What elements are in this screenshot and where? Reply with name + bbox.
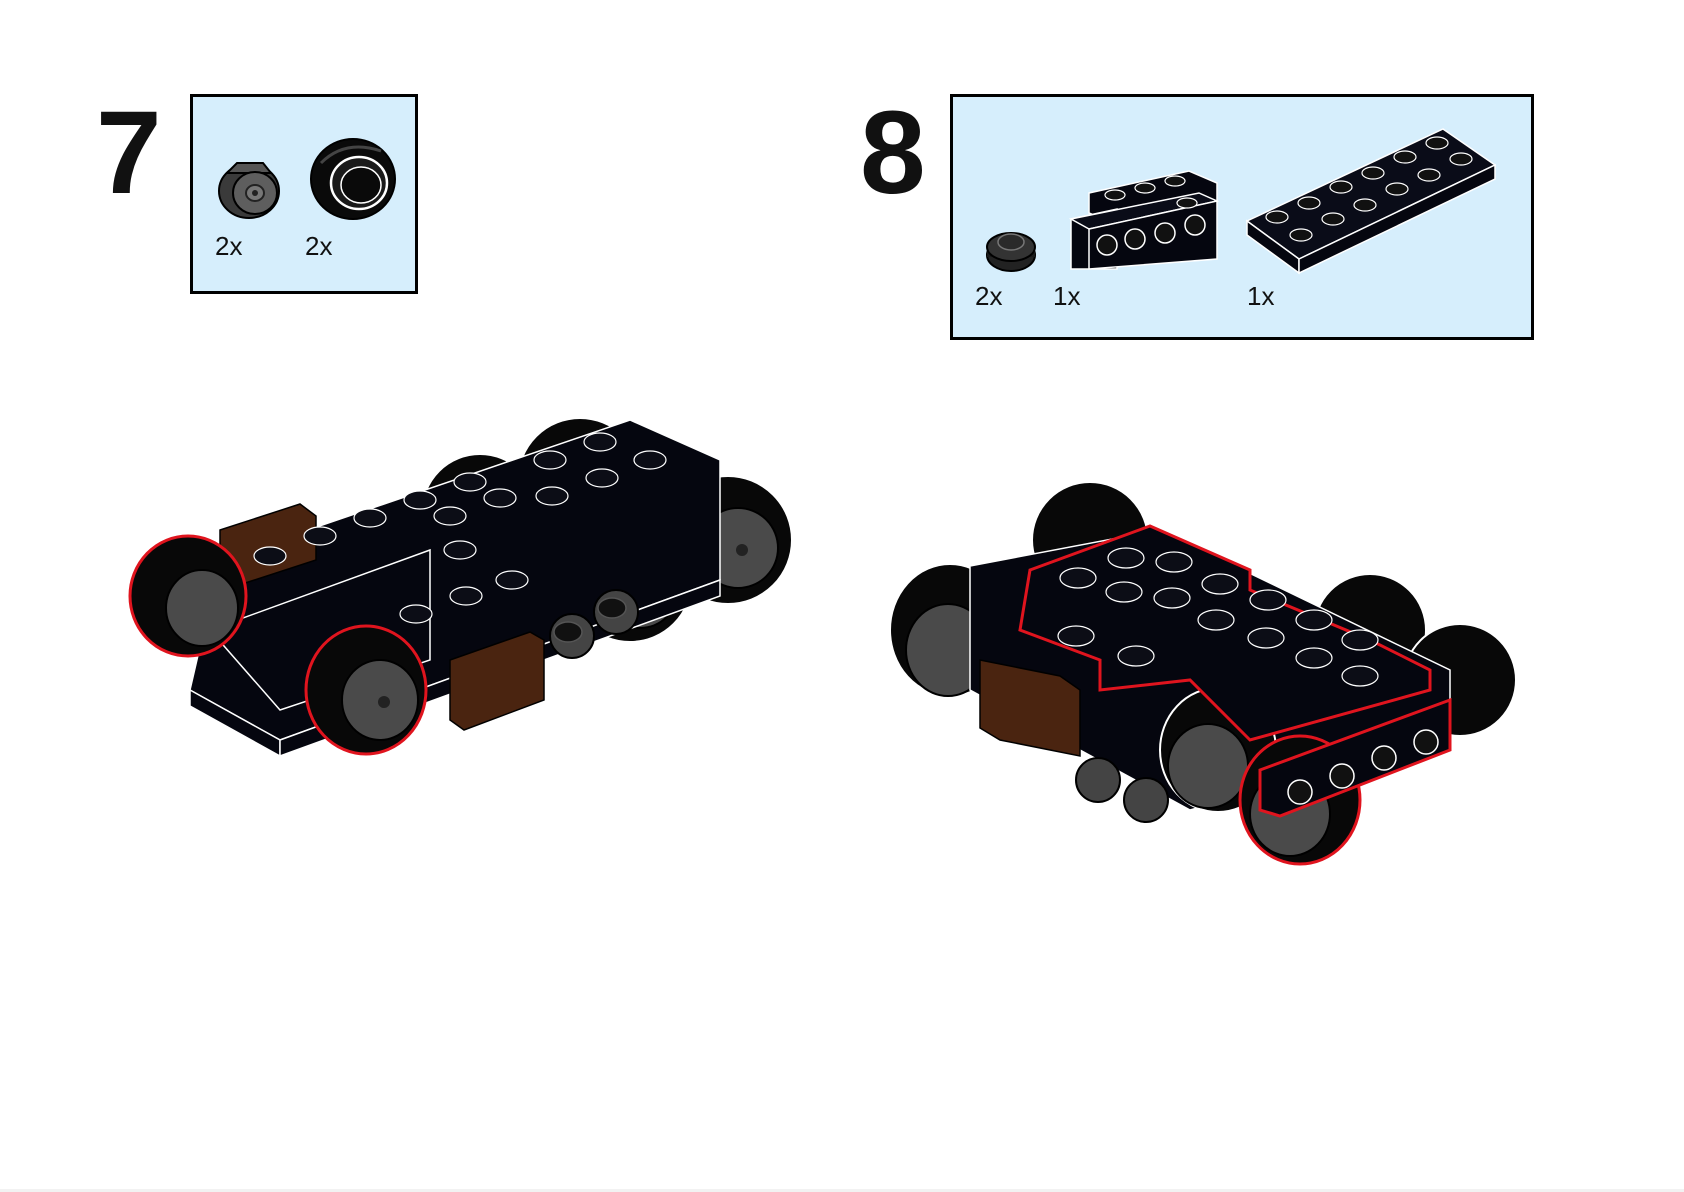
plate-2x6-icon xyxy=(1245,128,1497,275)
step-8-part-2-qty: 1x xyxy=(1053,281,1081,311)
step-7-number: 7 xyxy=(96,87,162,219)
step-8-part-3-qty: 1x xyxy=(1247,281,1275,311)
step-7-part-1-qty: 2x xyxy=(215,231,243,261)
front-wheel-left-highlight xyxy=(128,534,248,658)
round-plate-1x1-icon xyxy=(986,232,1036,272)
step-8-part-1-qty: 2x xyxy=(975,281,1003,311)
page-bottom-rule xyxy=(0,1189,1684,1192)
step-8-model-illustration xyxy=(890,481,1517,866)
step-7-parts-box: 2x 2x xyxy=(190,94,418,294)
step-8-parts-box: 2x 1x 1 xyxy=(950,94,1534,340)
step-7-model-illustration xyxy=(128,417,793,758)
bracket-plate-1x4-icon xyxy=(1069,170,1220,270)
front-wheel-right-highlight xyxy=(304,624,428,756)
wheel-rim-icon xyxy=(218,162,280,219)
step-8-number: 8 xyxy=(860,87,926,219)
tire-icon xyxy=(310,138,396,220)
step-7-part-2-qty: 2x xyxy=(305,231,333,261)
